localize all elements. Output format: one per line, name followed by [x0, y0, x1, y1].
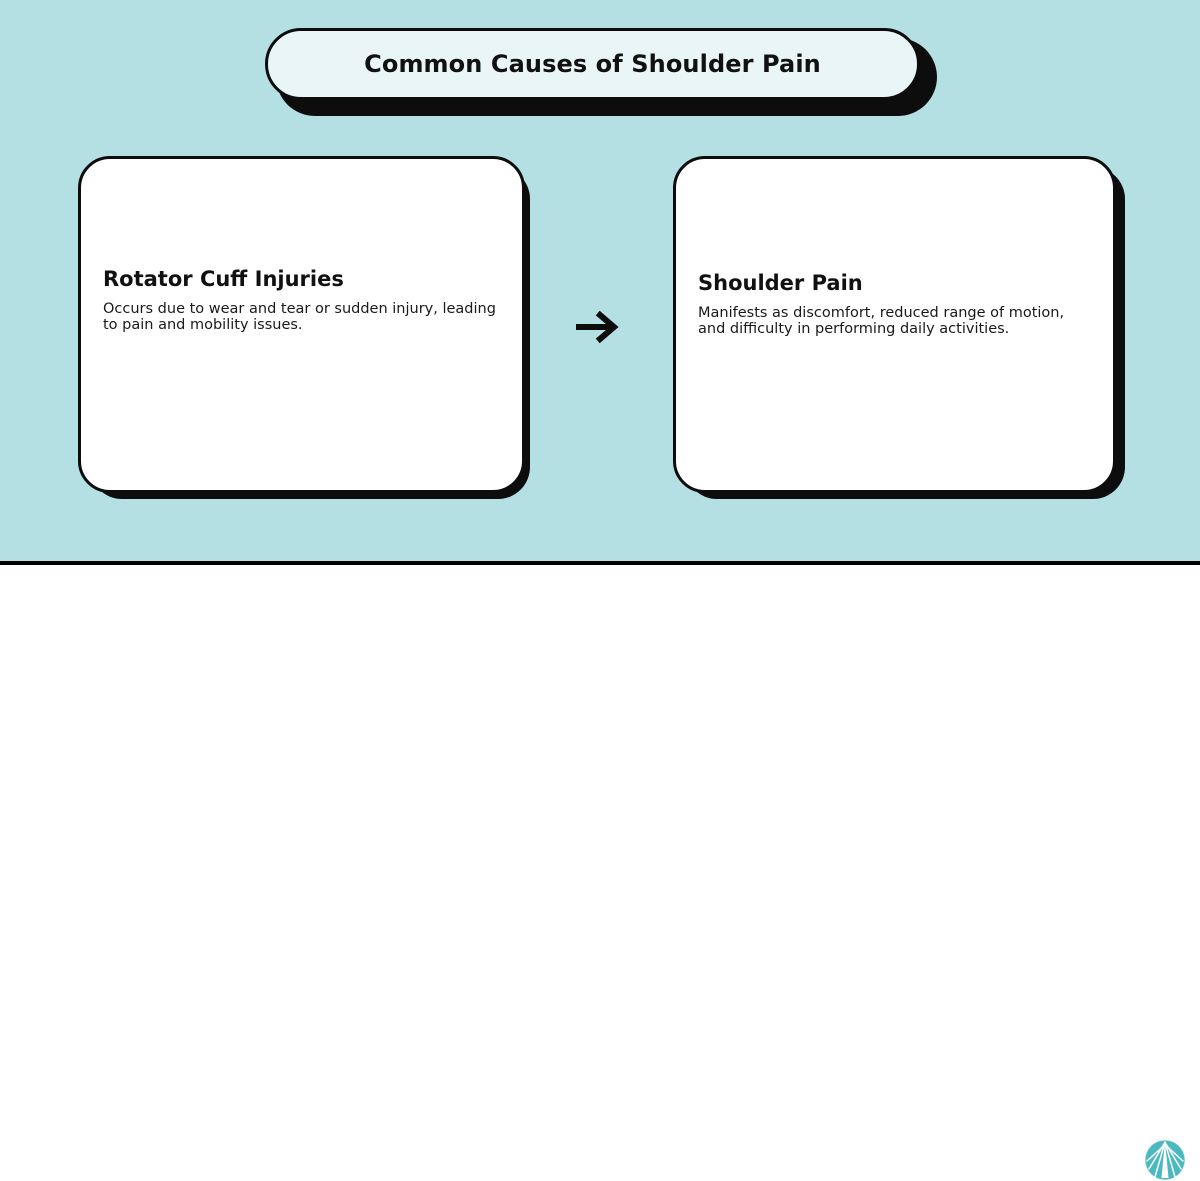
- page-title: Common Causes of Shoulder Pain: [364, 49, 821, 78]
- card-rotator-cuff-injuries: Rotator Cuff Injuries Occurs due to wear…: [78, 156, 525, 493]
- card-right-body: Manifests as discomfort, reduced range o…: [698, 305, 1065, 338]
- card-shoulder-pain: Shoulder Pain Manifests as discomfort, r…: [673, 156, 1116, 493]
- card-left-title: Rotator Cuff Injuries: [103, 267, 344, 291]
- circular-radiating-path-logo-icon: [1144, 1139, 1186, 1181]
- card-right-title: Shoulder Pain: [698, 271, 863, 295]
- card-left-content: Rotator Cuff Injuries Occurs due to wear…: [81, 267, 522, 334]
- footer-bar: [0, 565, 1200, 1181]
- arrow-right-icon: [573, 303, 623, 351]
- title-pill: Common Causes of Shoulder Pain: [265, 28, 920, 100]
- content-stage: Common Causes of Shoulder Pain Rotator C…: [0, 0, 1200, 561]
- card-right-content: Shoulder Pain Manifests as discomfort, r…: [676, 271, 1113, 338]
- card-left-body: Occurs due to wear and tear or sudden in…: [103, 301, 496, 334]
- footer-divider: [0, 561, 1200, 565]
